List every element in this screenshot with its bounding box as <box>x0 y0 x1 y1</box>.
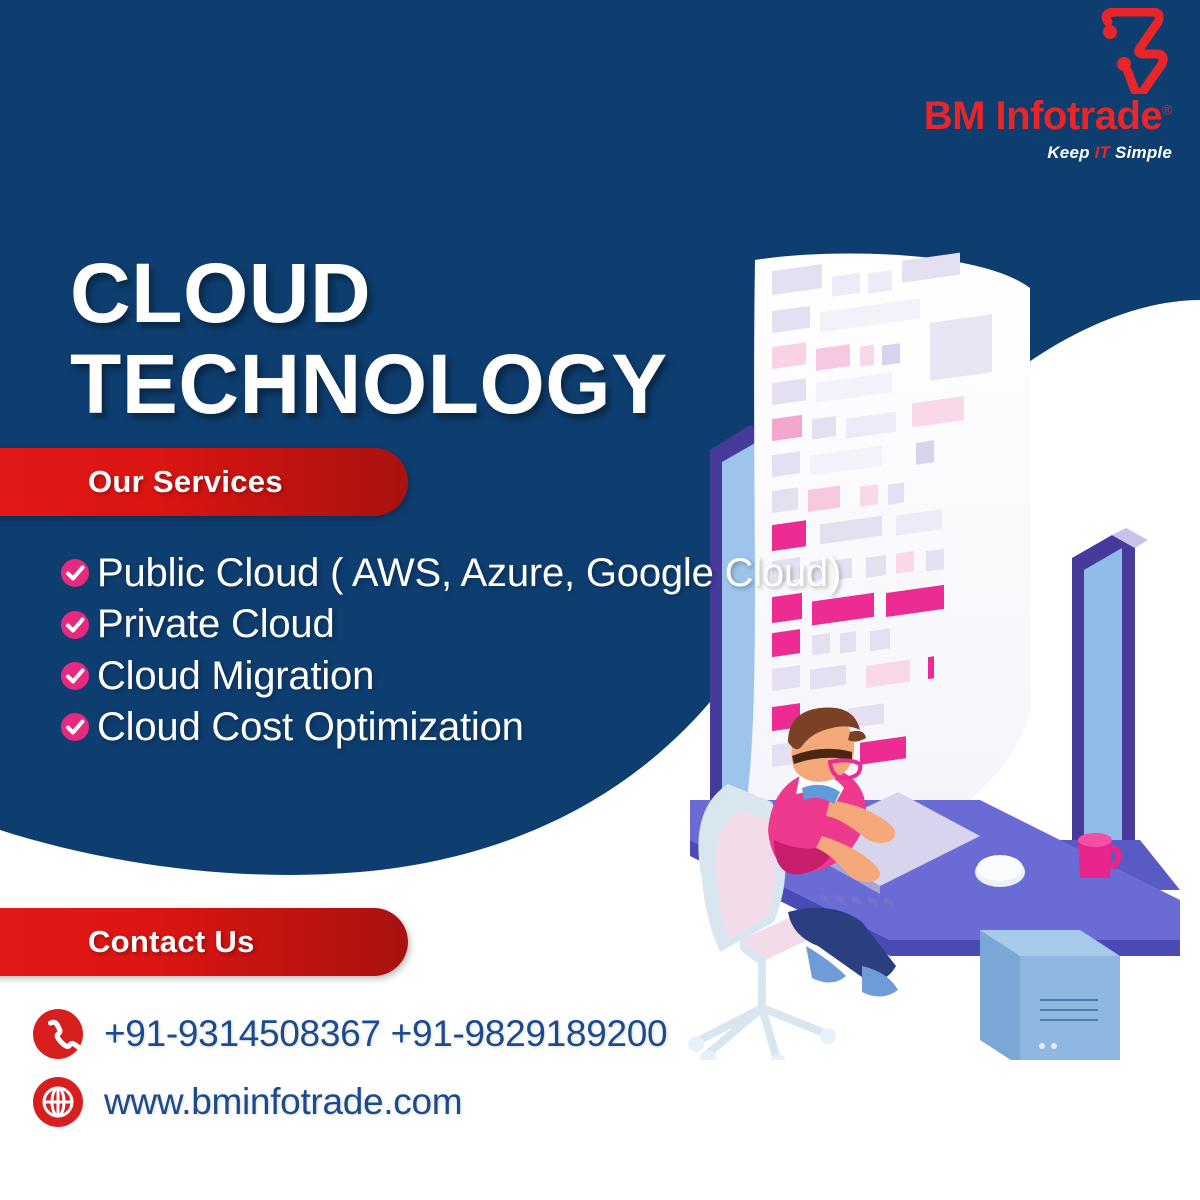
our-services-banner: Our Services <box>0 448 408 516</box>
service-label: Private Cloud <box>97 602 335 647</box>
list-item: Public Cloud ( AWS, Azure, Google Cloud) <box>60 552 841 594</box>
service-label: Cloud Migration <box>97 653 375 698</box>
check-circle-icon <box>61 713 89 742</box>
services-list: Public Cloud ( AWS, Azure, Google Cloud)… <box>60 552 841 758</box>
page-title: CLOUD TECHNOLOGY <box>70 248 668 429</box>
contact-row-phone[interactable]: +91-9314508367 +91-9829189200 <box>32 1008 668 1060</box>
logo-tagline: Keep IT Simple <box>1047 143 1172 162</box>
illustration-isometric-workspace <box>688 252 1180 1060</box>
bm-zigzag-logo-icon <box>1101 8 1168 94</box>
list-item: Cloud Cost Optimization <box>60 705 841 750</box>
contact-details: +91-9314508367 +91-9829189200 www.bminfo… <box>32 1008 668 1144</box>
globe-icon <box>33 1077 83 1127</box>
check-circle-icon <box>61 559 89 588</box>
our-services-label: Our Services <box>88 464 283 499</box>
logo-wordmark: BM Infotrade® <box>923 94 1173 138</box>
contact-us-banner: Contact Us <box>0 908 408 976</box>
phone-icon <box>33 1009 83 1059</box>
service-label: Public Cloud ( AWS, Azure, Google Cloud) <box>97 551 842 595</box>
list-item: Cloud Migration <box>60 653 841 698</box>
phone-numbers: +91-9314508367 +91-9829189200 <box>104 1013 668 1054</box>
contact-us-label: Contact Us <box>88 924 255 959</box>
registered-mark: ® <box>1162 101 1172 118</box>
website-url: www.bminfotrade.com <box>104 1081 463 1122</box>
brand-logo[interactable]: BM Infotrade® Keep IT Simple <box>902 8 1172 163</box>
check-circle-icon <box>61 610 89 639</box>
list-item: Private Cloud <box>60 602 841 647</box>
service-label: Cloud Cost Optimization <box>97 705 524 750</box>
contact-row-website[interactable]: www.bminfotrade.com <box>32 1076 667 1128</box>
check-circle-icon <box>61 661 89 690</box>
headline-line-2: TECHNOLOGY <box>70 336 668 431</box>
headline-line-1: CLOUD <box>70 246 372 341</box>
